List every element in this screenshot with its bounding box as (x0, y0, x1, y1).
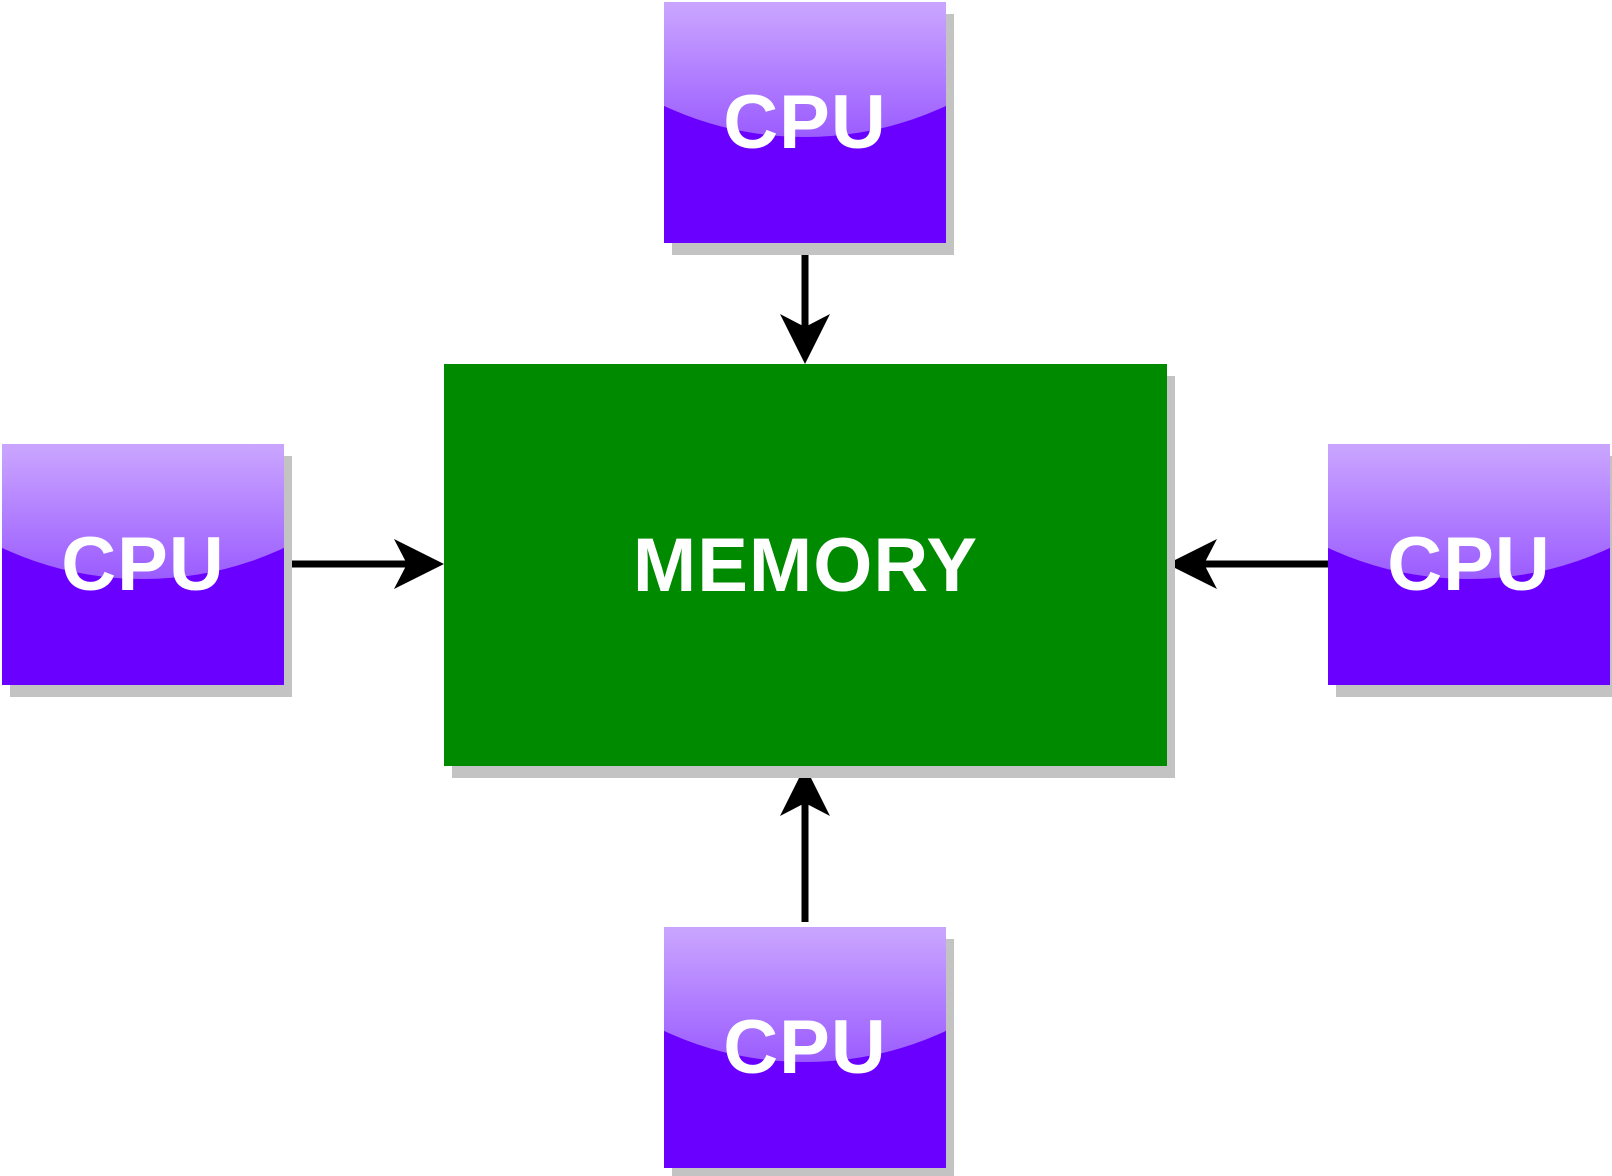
cpu-gloss (664, 2, 946, 137)
cpu-block-top[interactable]: CPU (664, 2, 946, 243)
cpu-gloss (2, 444, 284, 579)
cpu-label-bottom: CPU (723, 1005, 887, 1090)
cpu-gloss (1328, 444, 1610, 579)
cpu-label-right: CPU (1387, 522, 1551, 607)
cpu-block-right[interactable]: CPU (1328, 444, 1610, 685)
arrowhead-bottom (780, 766, 830, 816)
cpu-block-bottom[interactable]: CPU (664, 927, 946, 1168)
cpu-label-left: CPU (61, 522, 225, 607)
arrowhead-left (394, 539, 444, 589)
cpu-label-top: CPU (723, 80, 887, 165)
cpu-block-left[interactable]: CPU (2, 444, 284, 685)
memory-block[interactable]: MEMORY (444, 364, 1167, 766)
cpu-gloss (664, 927, 946, 1062)
arrowhead-right (1167, 539, 1217, 589)
arrowhead-top (780, 314, 830, 364)
memory-label: MEMORY (632, 522, 979, 608)
